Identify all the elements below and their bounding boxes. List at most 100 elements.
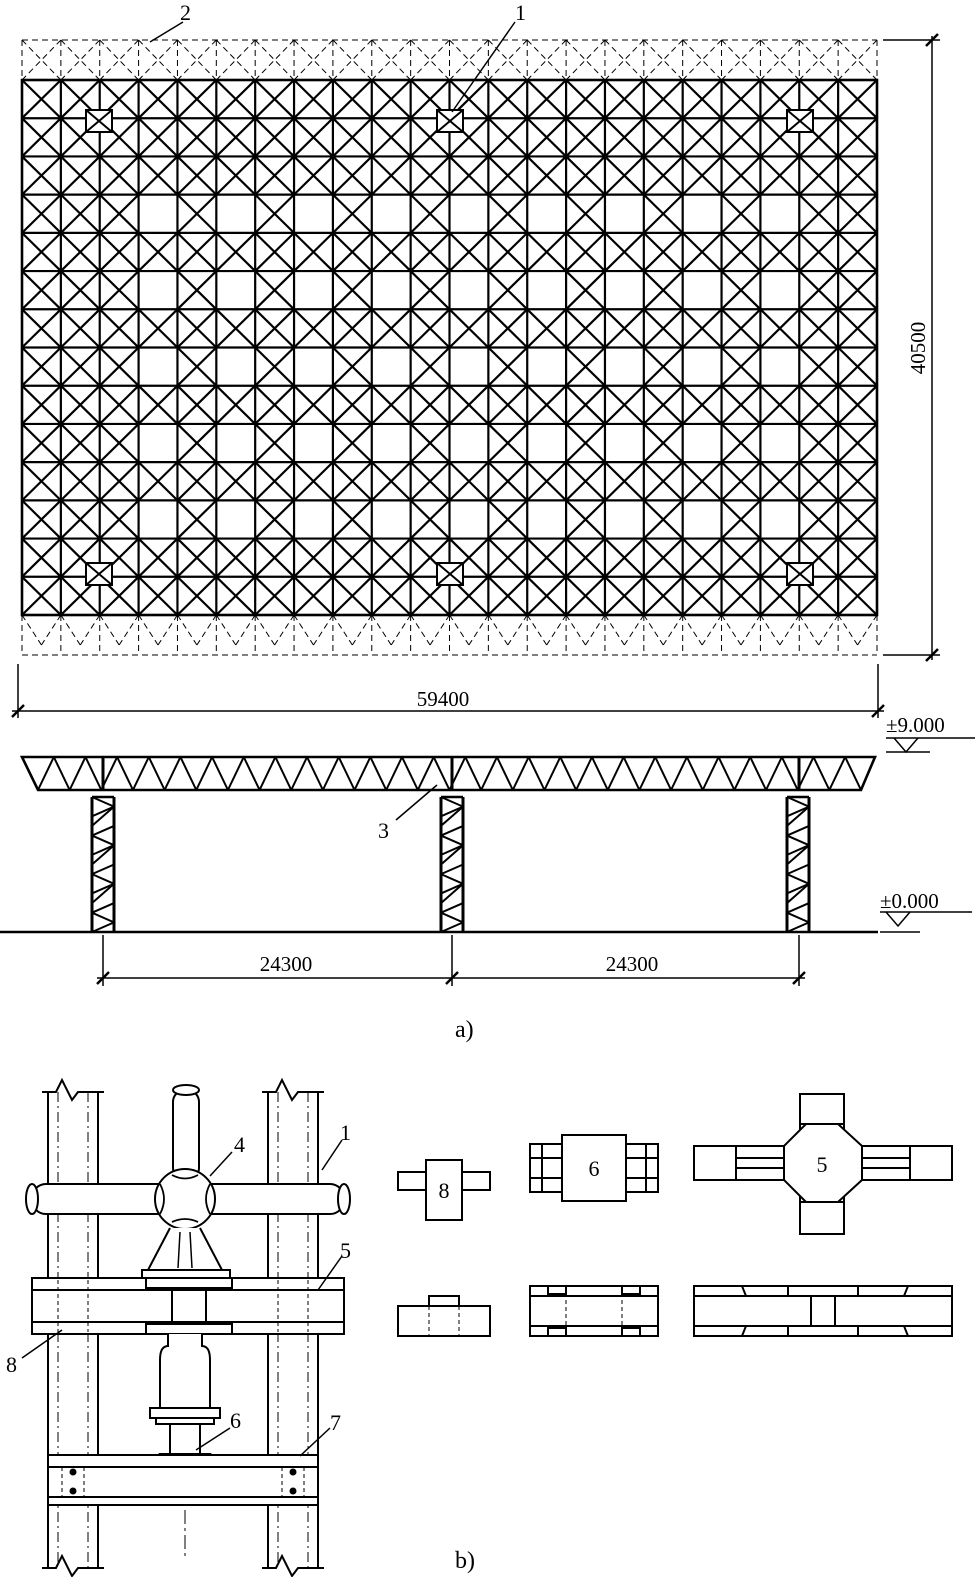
diagonal-member bbox=[176, 193, 218, 234]
web-member bbox=[812, 756, 831, 791]
part-6-elevation bbox=[529, 1285, 659, 1337]
detail-label-8: 8 bbox=[6, 1352, 17, 1377]
diagonal-member bbox=[526, 576, 567, 616]
diagonal-member bbox=[254, 499, 295, 540]
diagonal-member bbox=[409, 423, 451, 463]
diagonal-member bbox=[332, 346, 373, 387]
web-member bbox=[622, 756, 641, 791]
web-member bbox=[52, 756, 71, 791]
lifting-points bbox=[85, 109, 814, 586]
edge-line bbox=[604, 39, 645, 81]
diagonal-member bbox=[565, 384, 606, 425]
edge-line bbox=[468, 614, 489, 646]
diagonal-member bbox=[643, 79, 684, 119]
edge-line bbox=[332, 614, 353, 646]
edge-line bbox=[818, 614, 839, 646]
diagonal-member bbox=[371, 79, 412, 119]
plan-label-1: 1 bbox=[515, 0, 526, 25]
edge-line bbox=[429, 614, 450, 646]
elevation-view: 3 ±9.000 ±0.000 24300 24300 bbox=[0, 713, 975, 986]
diagonal-member bbox=[409, 193, 451, 234]
diagonal-member bbox=[720, 308, 762, 349]
edge-line bbox=[332, 39, 373, 81]
diagonal-member bbox=[176, 499, 218, 540]
diagonal-member bbox=[487, 308, 528, 349]
diagonal-member bbox=[487, 576, 528, 616]
web-member bbox=[749, 756, 767, 791]
diagonal-member bbox=[643, 193, 684, 234]
web-member bbox=[765, 756, 783, 791]
diagonal-member bbox=[837, 346, 878, 387]
diagonal-member bbox=[526, 232, 567, 272]
edge-line bbox=[99, 39, 139, 81]
edge-line bbox=[682, 614, 703, 646]
diagonal-member bbox=[487, 232, 528, 272]
edge-line bbox=[526, 39, 567, 81]
part-5-plan bbox=[693, 1093, 953, 1235]
diagonal-member bbox=[21, 499, 62, 540]
diagonal-member bbox=[60, 461, 101, 502]
edge-line bbox=[604, 614, 625, 646]
diagonal-member bbox=[254, 232, 295, 272]
diagonal-member bbox=[371, 155, 412, 196]
edge-line bbox=[332, 39, 373, 81]
edge-line bbox=[488, 39, 528, 81]
web-member bbox=[337, 756, 356, 791]
edge-line bbox=[565, 614, 586, 646]
diagonal-member bbox=[720, 270, 762, 311]
diagonal-member bbox=[293, 155, 334, 196]
web-member bbox=[733, 756, 752, 791]
diagonal-member bbox=[837, 117, 878, 158]
diagonal-member bbox=[681, 155, 723, 196]
level-mark-top bbox=[886, 737, 975, 754]
edge-line bbox=[79, 614, 101, 646]
diagonal-member bbox=[21, 155, 62, 196]
edge-line bbox=[643, 614, 664, 646]
diagonal-member bbox=[254, 79, 295, 119]
diagonal-member bbox=[176, 423, 218, 463]
web-member bbox=[116, 756, 134, 791]
web-member bbox=[606, 756, 625, 791]
diagonal-member bbox=[98, 346, 140, 387]
diagonal-member bbox=[448, 308, 490, 349]
edge-line bbox=[60, 39, 101, 81]
edge-line bbox=[682, 39, 722, 81]
diagonal-member bbox=[254, 576, 295, 616]
edge-line bbox=[449, 614, 470, 646]
diagonal-member bbox=[215, 155, 256, 196]
diagonal-member bbox=[837, 423, 878, 463]
diagonal-member bbox=[565, 232, 606, 272]
edge-line bbox=[254, 39, 295, 81]
elev-label-3: 3 bbox=[378, 818, 389, 843]
span-left-label: 24300 bbox=[260, 952, 313, 976]
diagonal-member bbox=[409, 270, 451, 311]
edge-line bbox=[488, 39, 528, 81]
edge-line bbox=[546, 614, 567, 646]
web-member bbox=[844, 756, 862, 791]
diagonal-member bbox=[254, 270, 295, 311]
diagonal-member bbox=[60, 537, 101, 578]
diagonal-member bbox=[487, 270, 528, 311]
diagonal-member bbox=[604, 232, 645, 272]
lifting-point bbox=[786, 562, 814, 586]
web-member bbox=[575, 756, 593, 791]
diagonal-member bbox=[21, 117, 62, 158]
edge-line bbox=[215, 39, 256, 81]
edge-line bbox=[721, 39, 761, 81]
edge-line bbox=[585, 614, 606, 646]
diagonal-member bbox=[293, 232, 334, 272]
diagonal-member bbox=[254, 461, 295, 502]
edge-line bbox=[371, 39, 411, 81]
diagonal-member bbox=[681, 576, 723, 616]
diagonal-member bbox=[604, 537, 645, 578]
diagonal-member bbox=[681, 308, 723, 349]
diagonal-member bbox=[565, 499, 606, 540]
lifting-detail bbox=[21, 1077, 351, 1577]
diagonal-member bbox=[293, 79, 334, 119]
diagonal-member bbox=[837, 384, 878, 425]
diagonal-member bbox=[371, 537, 412, 578]
diagonal-member bbox=[487, 423, 528, 463]
dimension-spans bbox=[96, 935, 806, 986]
edge-line bbox=[21, 39, 62, 81]
diagonal-member bbox=[409, 346, 451, 387]
